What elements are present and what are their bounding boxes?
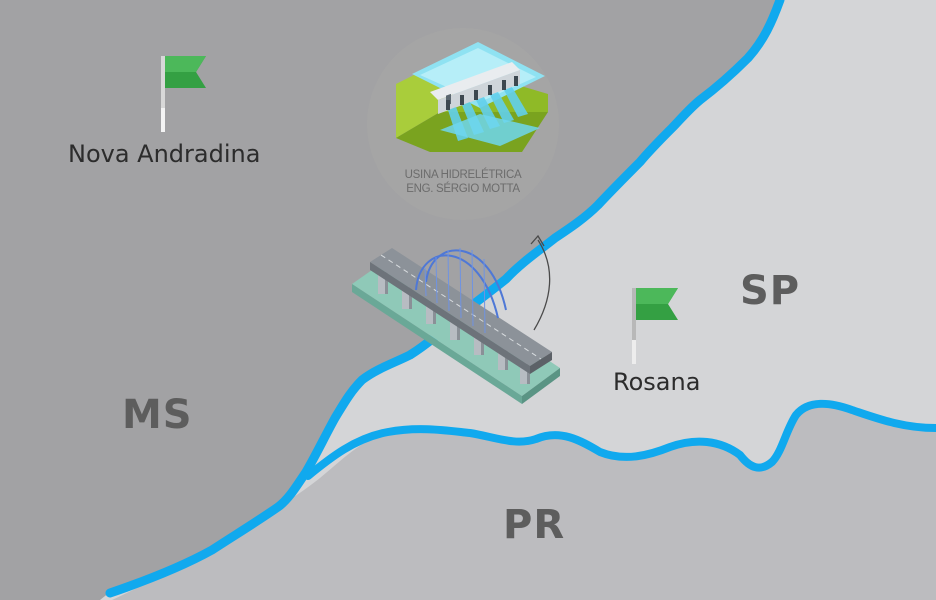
plant-caption-line2: ENG. SÉRGIO MOTTA	[406, 183, 520, 195]
curved-arrow-icon	[530, 234, 551, 331]
plant-caption-line1: USINA HIDRELÉTRICA	[404, 169, 522, 181]
flag-icon-nova-andradina	[161, 56, 206, 132]
flag-icon-rosana	[632, 288, 678, 364]
city-label-nova-andradina: Nova Andradina	[68, 140, 261, 168]
hydroelectric-dam-icon	[396, 42, 548, 152]
state-label-sp: SP	[740, 268, 801, 314]
plant-caption: USINA HIDRELÉTRICA ENG. SÉRGIO MOTTA	[383, 168, 543, 196]
paranapanema-river	[304, 399, 936, 480]
state-label-pr: PR	[503, 502, 566, 548]
bridge-icon	[352, 247, 560, 404]
city-label-rosana: Rosana	[613, 368, 701, 396]
state-label-ms: MS	[122, 392, 193, 438]
